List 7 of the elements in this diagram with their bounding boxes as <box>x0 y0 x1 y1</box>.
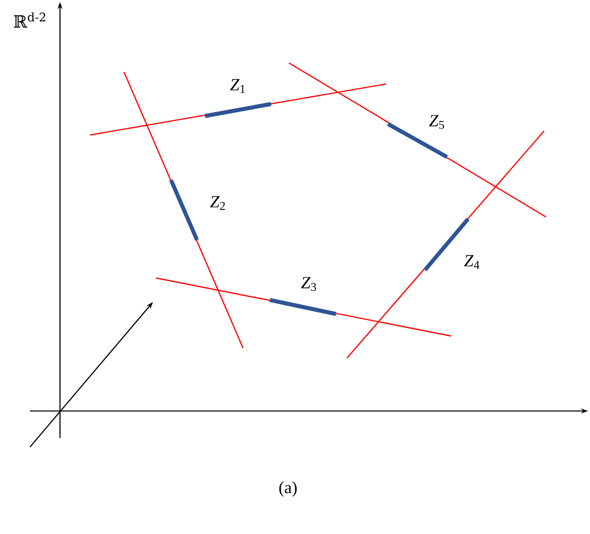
math-label: Z$_{3}$ <box>301 277 316 291</box>
math-label: Z$_{5}$ <box>429 115 444 129</box>
math-label: Z$_{1}$ <box>230 79 245 93</box>
math-label: Z$_{4}$ <box>464 255 480 269</box>
caption: (a) <box>279 481 297 497</box>
math-label: ℝ$^{d-2}$ <box>14 12 46 28</box>
math-label: Z$_{2}$ <box>210 196 225 210</box>
